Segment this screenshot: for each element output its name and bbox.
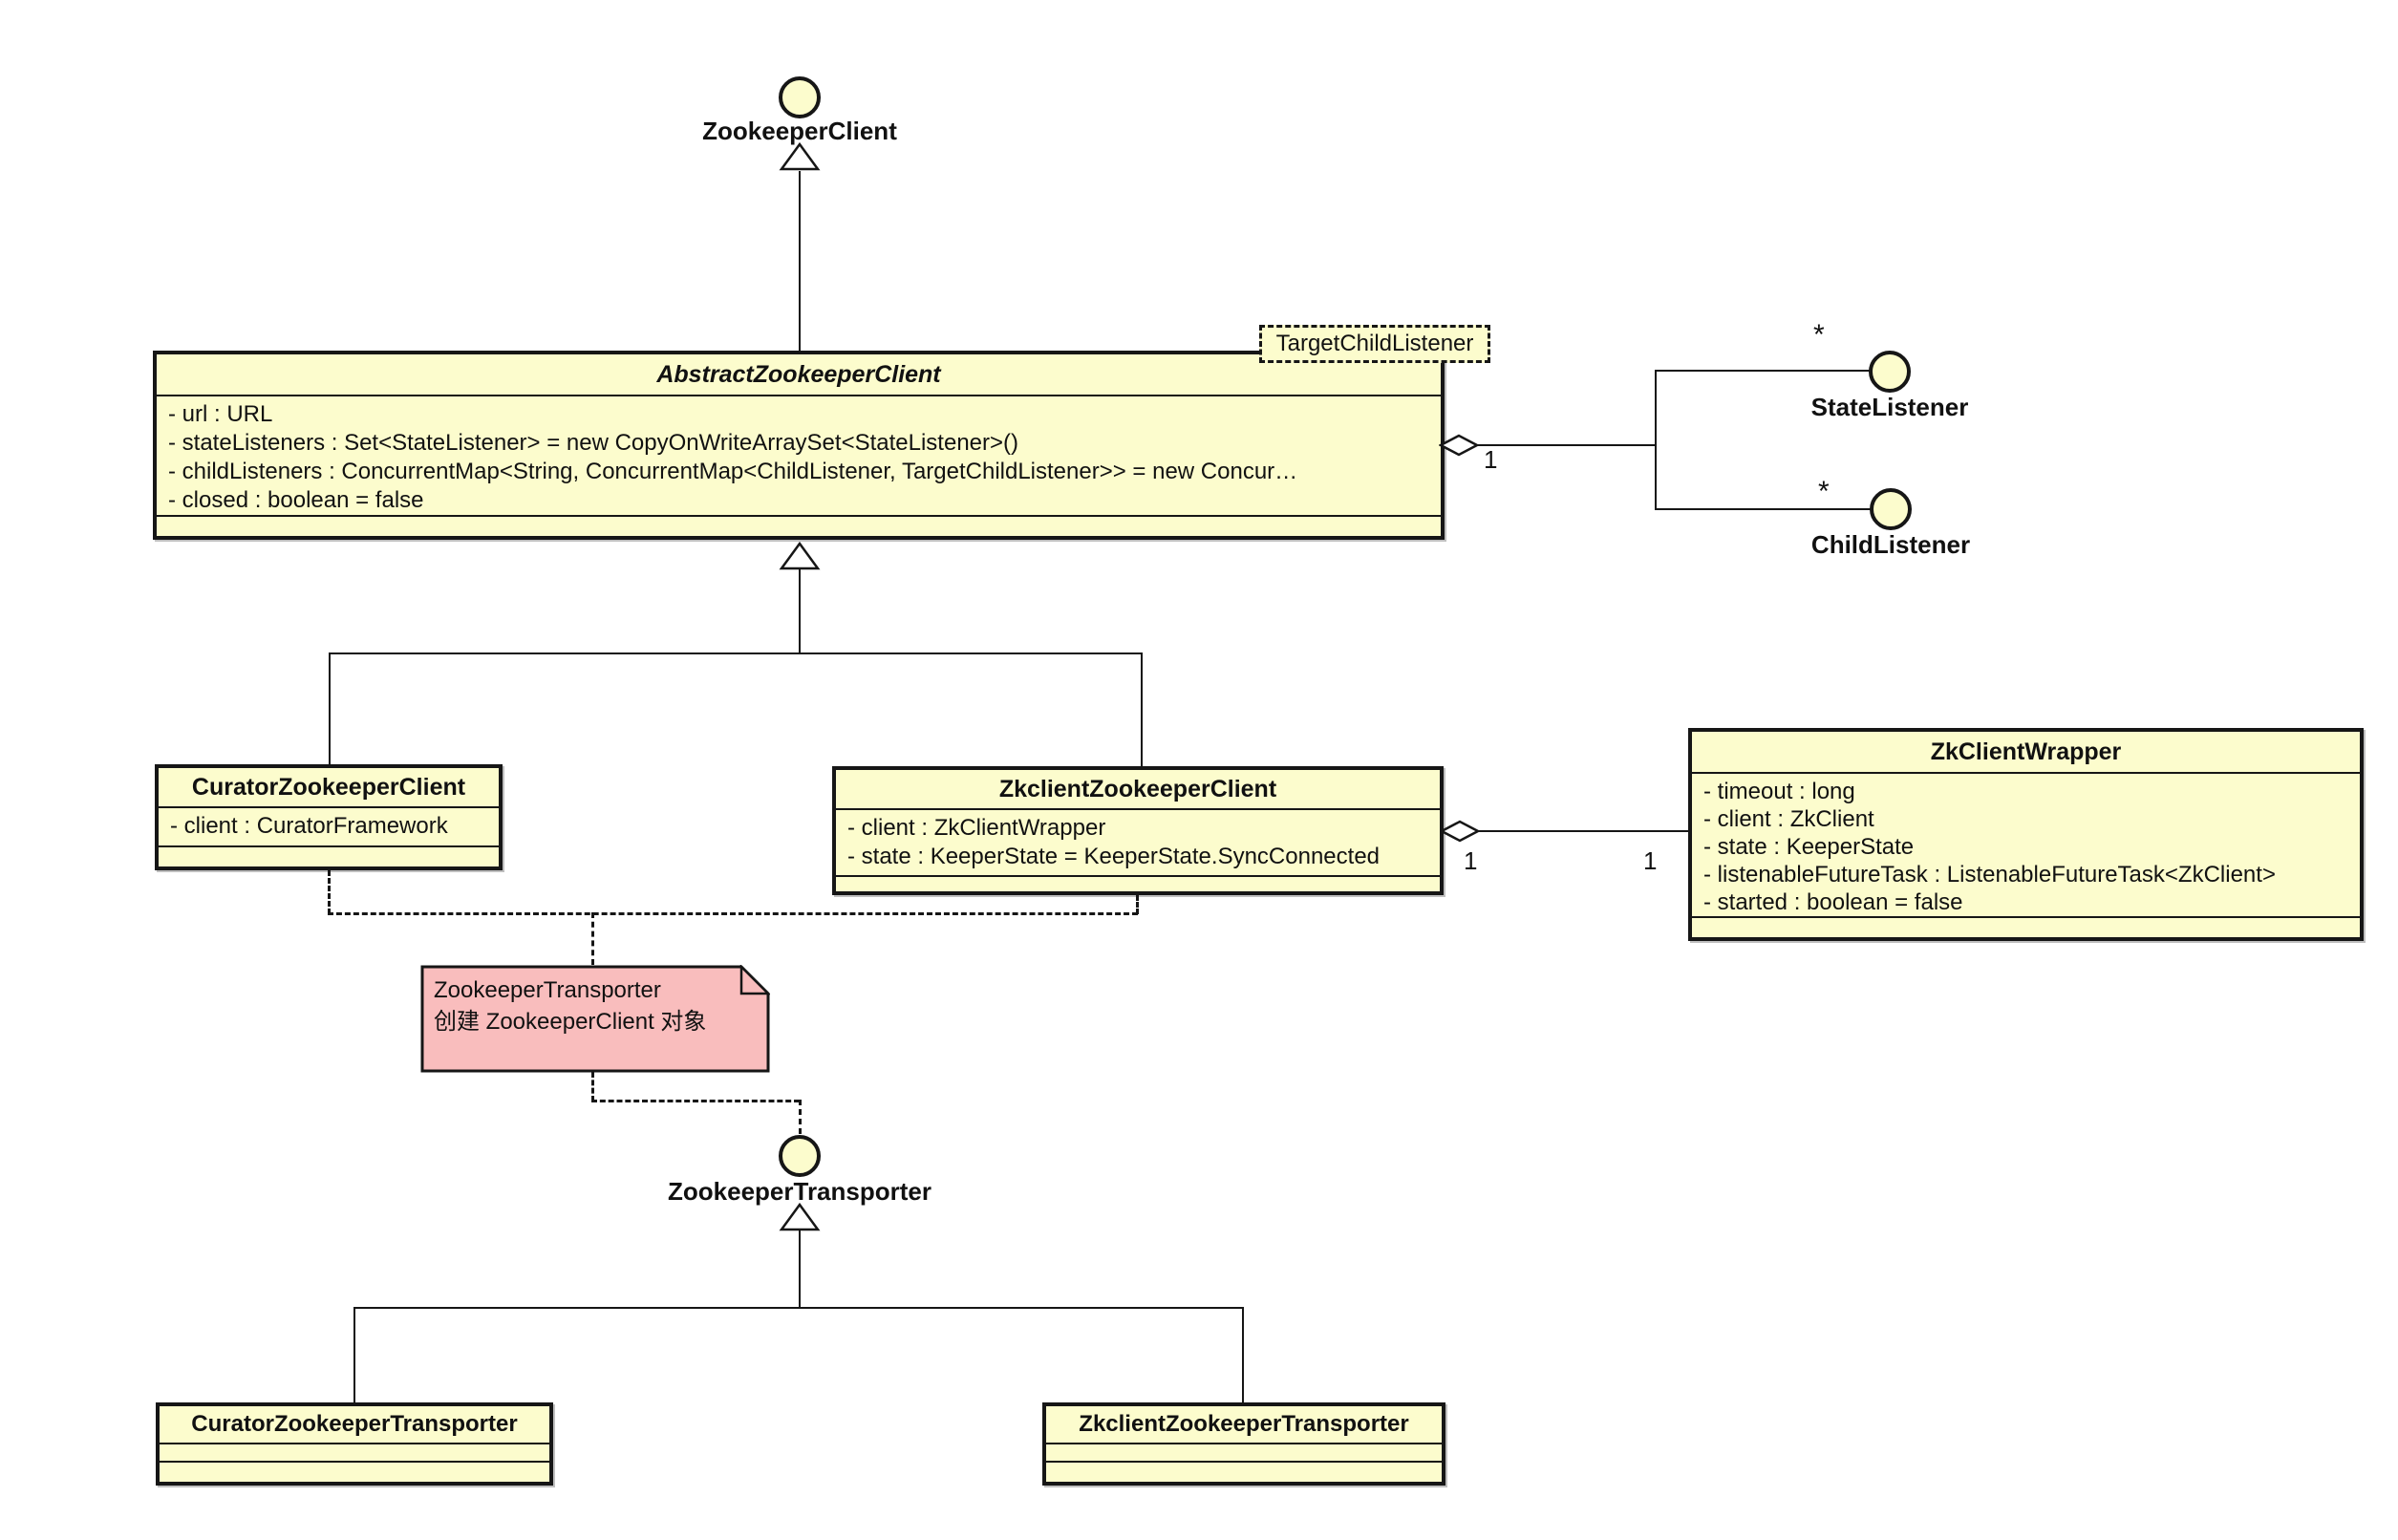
class-attributes-empty — [160, 1444, 549, 1463]
interface-circle-state-listener — [1869, 351, 1911, 393]
attribute-line: - client : ZkClientWrapper — [847, 815, 1106, 841]
note-text-line: 创建 ZookeeperClient 对象 — [434, 1009, 707, 1035]
aggregation-diamond-icon — [1439, 434, 1479, 457]
inheritance-line — [1242, 1307, 1244, 1402]
association-branch-line — [1655, 371, 1657, 510]
class-abstract-zookeeper-client: AbstractZookeeperClient - url : URL - st… — [153, 351, 1445, 540]
attribute-line: - childListeners : ConcurrentMap<String,… — [168, 459, 1298, 484]
class-zkclient-zookeeper-client: ZkclientZookeeperClient - client : ZkCli… — [832, 766, 1444, 895]
inheritance-line — [799, 1230, 801, 1309]
association-line — [1477, 444, 1657, 446]
inheritance-line — [329, 652, 331, 765]
attribute-line: - state : KeeperState — [1703, 834, 1915, 860]
attribute-line: - closed : boolean = false — [168, 487, 424, 513]
attribute-line: - url : URL — [168, 401, 273, 427]
class-title: ZkClientWrapper — [1692, 732, 2360, 774]
inheritance-branch-line — [329, 652, 1143, 654]
attribute-line: - stateListeners : Set<StateListener> = … — [168, 430, 1019, 456]
note-dashed-line — [591, 1100, 800, 1102]
class-title: ZkclientZookeeperTransporter — [1046, 1406, 1442, 1444]
multiplicity-label: 1 — [1464, 846, 1478, 875]
inheritance-line — [799, 569, 801, 653]
inheritance-triangle-icon — [779, 141, 821, 171]
note-dashed-line — [328, 870, 331, 914]
interface-label-state-listener: StateListener — [1810, 393, 1969, 421]
attribute-line: - state : KeeperState = KeeperState.Sync… — [847, 844, 1381, 869]
interface-label-zookeeper-client: ZookeeperClient — [702, 117, 897, 145]
attribute-line: - started : boolean = false — [1703, 889, 1963, 915]
inheritance-line — [799, 171, 801, 353]
class-curator-zookeeper-transporter: CuratorZookeeperTransporter — [156, 1402, 553, 1486]
attribute-line: - client : CuratorFramework — [170, 813, 448, 839]
multiplicity-star: * — [1818, 476, 1830, 507]
inheritance-line — [353, 1307, 355, 1402]
inheritance-branch-line — [353, 1307, 1244, 1309]
interface-circle-zookeeper-transporter — [779, 1135, 821, 1177]
class-attributes: - client : CuratorFramework — [159, 808, 499, 847]
multiplicity-star: * — [1813, 319, 1825, 351]
multiplicity-label: 1 — [1643, 846, 1658, 875]
inheritance-triangle-icon — [779, 1202, 821, 1231]
note-dashed-line — [799, 1100, 802, 1134]
attribute-line: - client : ZkClient — [1703, 806, 1874, 832]
association-line — [1478, 830, 1688, 832]
note-dashed-line — [1136, 895, 1139, 914]
multiplicity-label: 1 — [1484, 445, 1498, 474]
interface-label-child-listener: ChildListener — [1810, 530, 1971, 559]
class-attributes: - client : ZkClientWrapper - state : Kee… — [836, 810, 1440, 877]
note-dashed-line — [591, 912, 594, 965]
class-title: ZkclientZookeeperClient — [836, 770, 1440, 810]
note-zookeeper-transporter — [420, 965, 770, 1073]
note-text-line: ZookeeperTransporter — [434, 977, 661, 1003]
class-title: AbstractZookeeperClient — [157, 354, 1441, 396]
class-curator-zookeeper-client: CuratorZookeeperClient - client : Curato… — [155, 764, 503, 870]
aggregation-diamond-icon — [1440, 820, 1480, 843]
class-attributes-empty — [1046, 1444, 1442, 1463]
interface-circle-child-listener — [1870, 488, 1912, 530]
class-title: CuratorZookeeperTransporter — [160, 1406, 549, 1444]
association-line — [1655, 508, 1872, 510]
attribute-line: - timeout : long — [1703, 779, 1855, 804]
tag-target-child-listener: TargetChildListener — [1259, 325, 1490, 363]
class-attributes: - url : URL - stateListeners : Set<State… — [157, 396, 1441, 517]
note-dashed-line — [328, 912, 1138, 915]
inheritance-line — [1141, 652, 1143, 767]
class-title: CuratorZookeeperClient — [159, 768, 499, 808]
attribute-line: - listenableFutureTask : ListenableFutur… — [1703, 862, 2276, 888]
class-zkclient-zookeeper-transporter: ZkclientZookeeperTransporter — [1042, 1402, 1445, 1486]
association-line — [1655, 370, 1871, 372]
interface-label-zookeeper-transporter: ZookeeperTransporter — [668, 1177, 931, 1206]
inheritance-triangle-icon — [779, 541, 821, 570]
note-dashed-line — [591, 1072, 594, 1102]
class-zkclient-wrapper: ZkClientWrapper - timeout : long - clien… — [1688, 728, 2364, 941]
class-attributes: - timeout : long - client : ZkClient - s… — [1692, 774, 2360, 918]
interface-circle-zookeeper-client — [779, 76, 821, 118]
